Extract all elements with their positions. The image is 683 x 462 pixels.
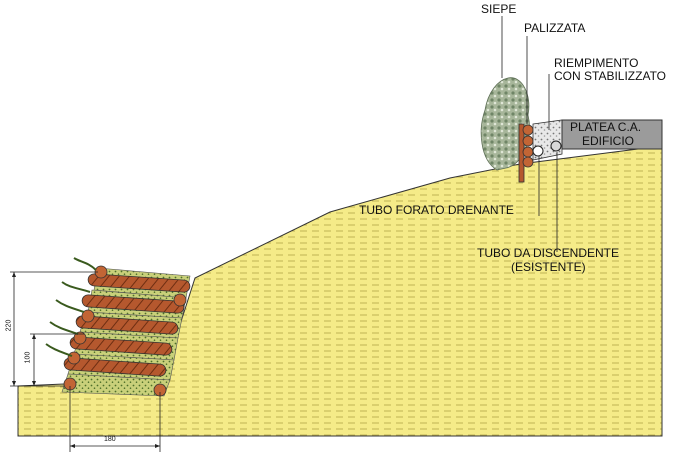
dimension-lines — [10, 271, 161, 452]
label-palizzata: PALIZZATA — [524, 21, 586, 35]
leader-lines — [501, 16, 558, 252]
label-tubo-discendente-line2: (ESISTENTE) — [511, 260, 586, 274]
label-platea-line1: PLATEA C.A. — [570, 120, 642, 134]
label-tubo-discendente-line1: TUBO DA DISCENDENTE — [477, 246, 620, 260]
label-platea-line2: EDIFICIO — [582, 134, 635, 148]
label-riempimento-line2: CON STABILIZZATO — [554, 69, 667, 83]
crib-wall — [45, 257, 191, 397]
tubo-forato-drenante — [532, 145, 544, 157]
dim-height-total: 220 — [5, 319, 13, 332]
label-tubo-forato-drenante: TUBO FORATO DRENANTE — [359, 203, 514, 217]
tubo-discendente — [550, 140, 562, 152]
platea-edificio — [561, 119, 663, 150]
palizzata — [518, 123, 534, 183]
label-riempimento-line1: RIEMPIMENTO — [554, 56, 639, 70]
dim-height-partial: 100 — [24, 351, 32, 364]
dim-base-width: 180 — [104, 436, 116, 443]
label-siepe: SIEPE — [481, 2, 517, 16]
